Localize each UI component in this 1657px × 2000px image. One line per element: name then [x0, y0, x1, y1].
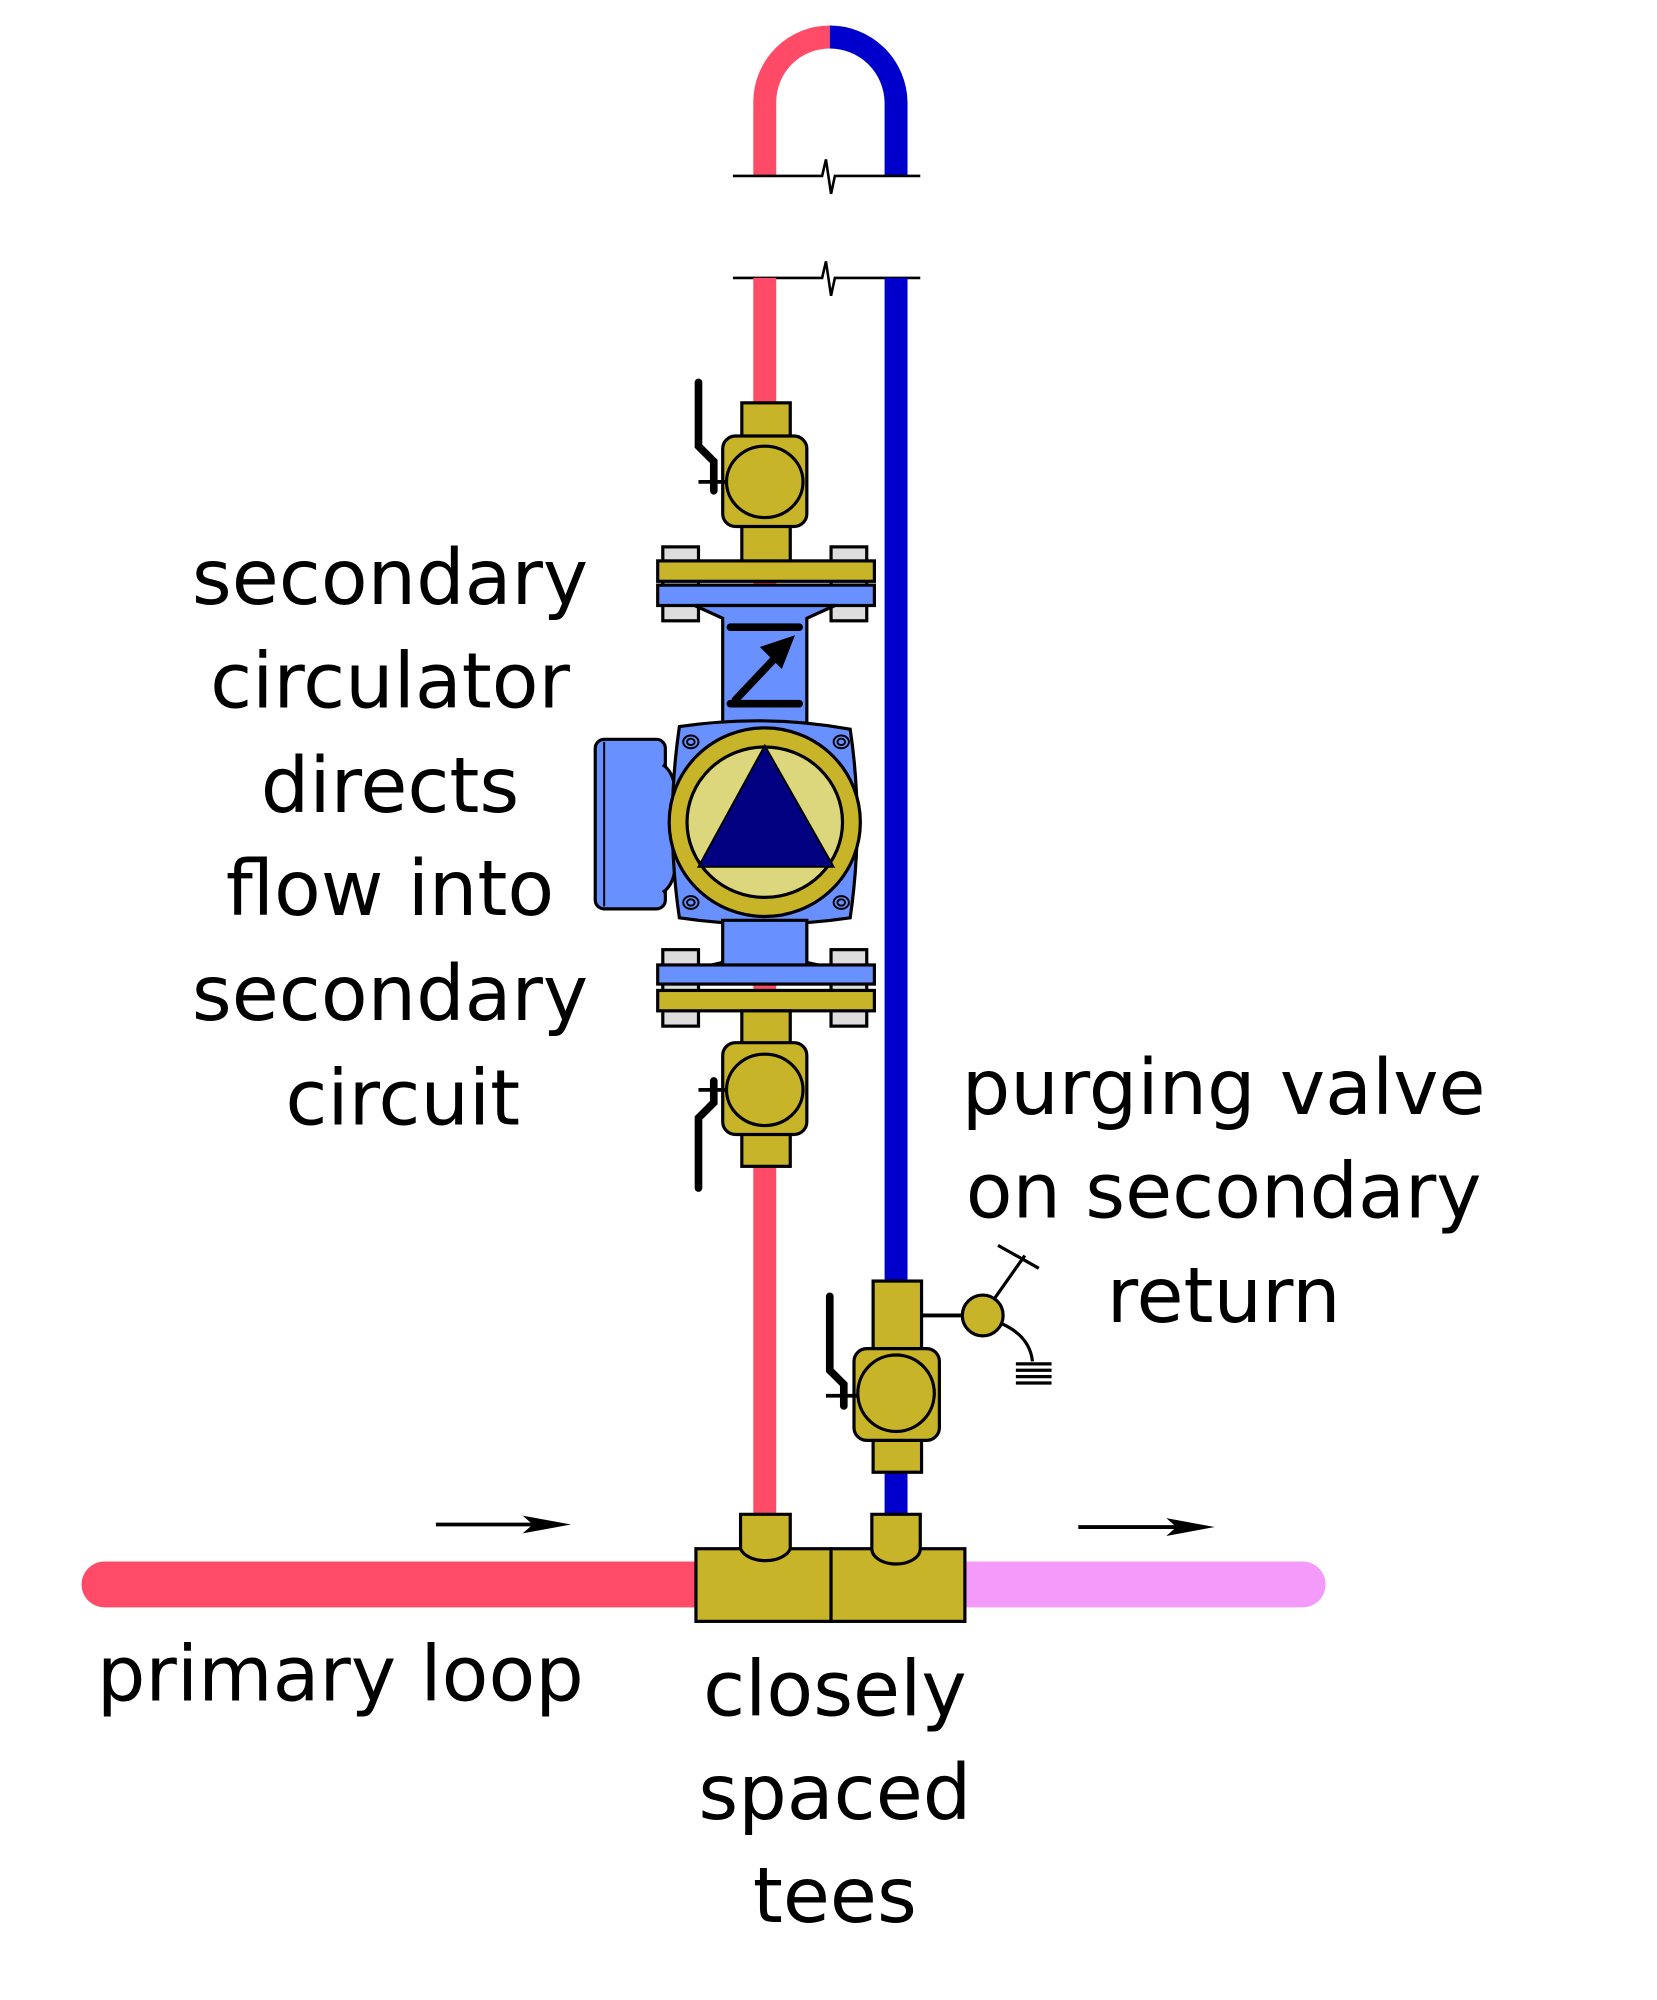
flow-arrow-icon	[1078, 1518, 1215, 1536]
closely-spaced-tees	[694, 1512, 967, 1623]
circulator-label: secondary circulator directs flow into s…	[192, 534, 588, 1143]
secondary-circulator-pump	[593, 603, 862, 971]
label-line: purging valve	[962, 1044, 1486, 1133]
label-line: spaced	[698, 1749, 971, 1838]
label-line: circuit	[285, 1054, 520, 1143]
secondary-loop-top	[753, 25, 908, 176]
label-line: tees	[753, 1852, 917, 1941]
label-line: return	[1107, 1252, 1341, 1341]
label-line: on secondary	[966, 1147, 1482, 1236]
purging-valve	[825, 1243, 1052, 1474]
label-line: secondary	[192, 534, 588, 623]
lower-isolation-valve	[694, 1009, 809, 1192]
impeller-triangle-icon	[696, 743, 836, 868]
upper-isolation-valve	[694, 378, 809, 566]
pipe-break-symbol	[732, 159, 921, 297]
label-line: directs	[261, 742, 519, 831]
label-line: circulator	[210, 637, 570, 726]
primary-loop-label: primary loop	[97, 1630, 584, 1719]
tees-label: closely spaced tees	[698, 1646, 971, 1941]
label-line: closely	[703, 1646, 966, 1735]
lower-flange	[656, 948, 876, 1028]
drain-tee-handle-icon	[992, 1243, 1052, 1385]
upper-flange	[656, 545, 876, 623]
valve-handle-icon	[825, 1292, 848, 1410]
label-line: flow into	[226, 845, 554, 934]
purging-valve-label: purging valve on secondary return	[962, 1044, 1486, 1341]
valve-handle-icon	[694, 378, 718, 495]
valve-handle-icon	[694, 1077, 718, 1192]
label-line: secondary	[192, 950, 588, 1039]
flow-direction-icon	[726, 623, 804, 708]
flow-arrow-icon	[435, 1515, 572, 1534]
